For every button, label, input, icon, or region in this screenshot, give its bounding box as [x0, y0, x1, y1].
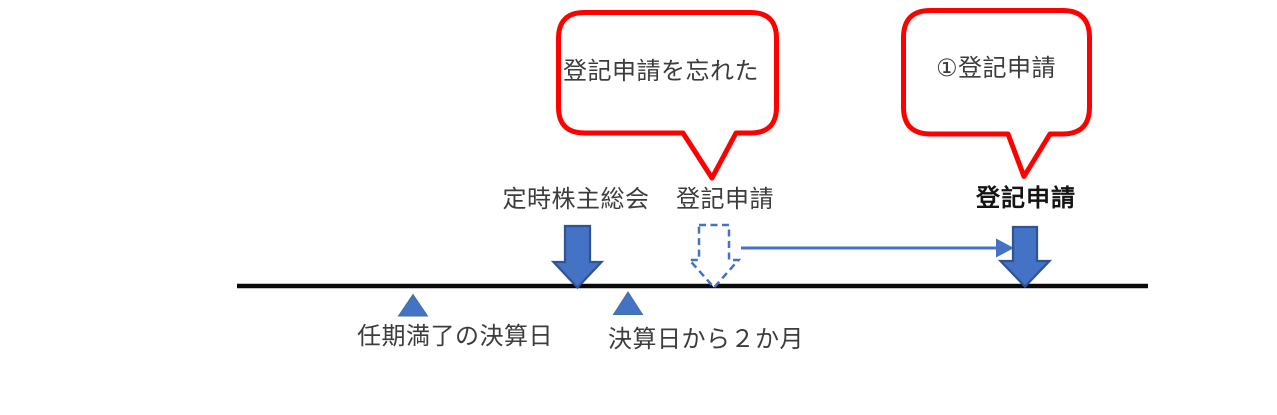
marker-label-two-months: 決算日から２か月 [608, 326, 804, 353]
callout-forgot-text: 登記申請を忘れた [563, 58, 759, 85]
event-label-filing: 登記申請 [976, 185, 1076, 212]
two-months-triangle-marker-icon [612, 291, 644, 315]
missed-filing-dashed-down-arrow-icon [686, 223, 742, 290]
event-label-annual-meeting: 定時株主総会 [502, 186, 650, 213]
delay-arrow-head-icon [996, 238, 1014, 258]
callout-step1-bubble [901, 8, 1092, 179]
filing-down-arrow-icon [997, 225, 1053, 289]
event-label-missed-filing: 登記申請 [676, 186, 774, 213]
marker-label-term-end: 任期満了の決算日 [357, 323, 553, 350]
annual-meeting-down-arrow-icon [550, 224, 605, 290]
callout-forgot-bubble [556, 10, 779, 181]
term-end-triangle-marker-icon [397, 293, 429, 317]
callout-step1-text: ①登記申請 [935, 55, 1057, 82]
